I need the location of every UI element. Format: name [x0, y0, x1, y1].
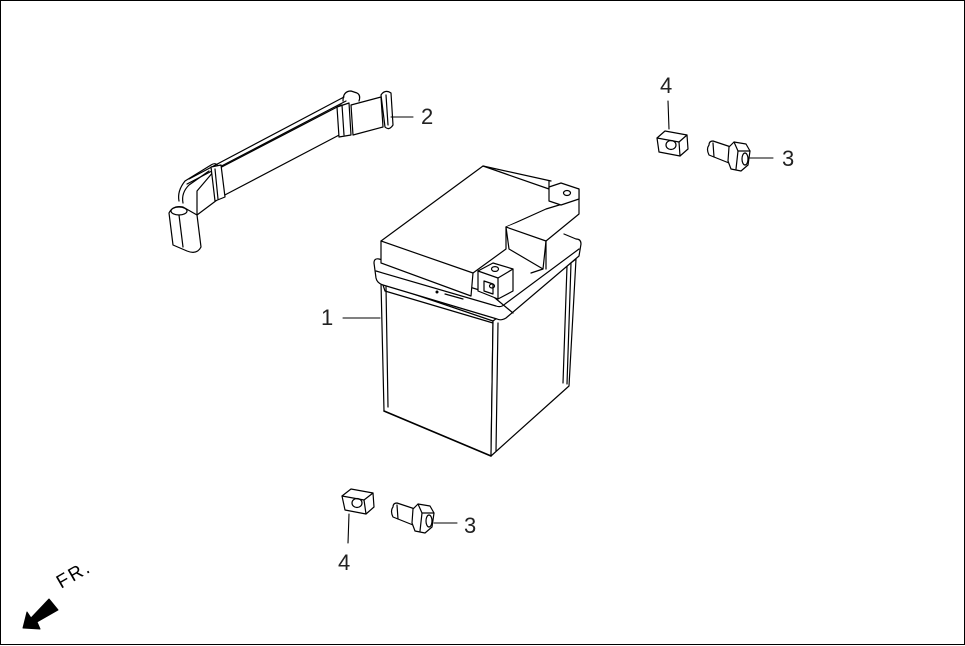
arrow-down-left-icon: [22, 598, 59, 630]
bolt-lower-part: [390, 502, 458, 534]
nut-lower-part: [341, 488, 375, 544]
callout-2: 2: [421, 104, 434, 129]
callout-4-upper: 4: [660, 73, 673, 98]
callout-3-lower: 3: [464, 513, 477, 538]
nut-upper-part: [656, 100, 689, 157]
callout-4-lower: 4: [338, 550, 351, 575]
battery-strap-part: [168, 90, 414, 253]
battery-part: [342, 165, 582, 457]
bolt-upper-part: [706, 140, 774, 172]
callout-3-upper: 3: [782, 146, 795, 171]
callout-1: 1: [321, 305, 334, 330]
